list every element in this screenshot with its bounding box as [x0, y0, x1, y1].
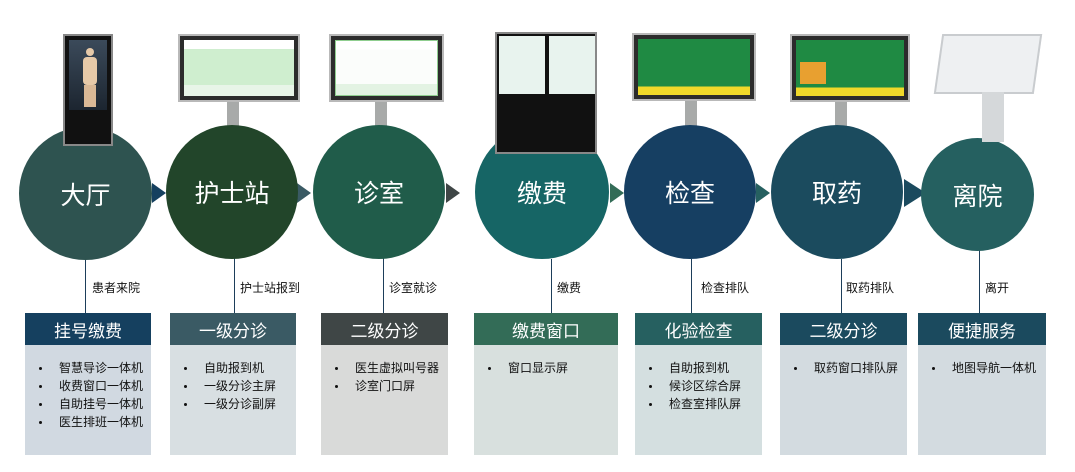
stage-label: 缴费: [516, 179, 567, 208]
stage-label: 检查: [664, 179, 715, 208]
step-label: 缴费: [557, 281, 582, 295]
device-box-first-triage: 一级分诊 自助报到机 一级分诊主屏 一级分诊副屏: [170, 313, 296, 455]
step-label: 患者来院: [92, 281, 141, 295]
connector-line: [85, 259, 86, 313]
map-navigation-kiosk-image: [933, 30, 1046, 150]
device-item: 一级分诊副屏: [182, 395, 296, 413]
step-label: 诊室就诊: [389, 281, 438, 295]
step-label: 取药排队: [846, 281, 895, 295]
stage-circle-nurse-station: 护士站: [166, 125, 298, 259]
kiosk-device-image: [63, 34, 113, 146]
device-item: 收费窗口一体机: [37, 377, 151, 395]
device-item: 智慧导诊一体机: [37, 359, 151, 377]
stage-circle-lobby: 大厅: [19, 127, 152, 260]
stage-label: 大厅: [60, 180, 111, 210]
stage-label: 护士站: [194, 179, 270, 208]
clinic-door-monitor-image: [329, 34, 444, 102]
device-box-registration: 挂号缴费 智慧导诊一体机 收费窗口一体机 自助挂号一体机 医生排班一体机: [25, 313, 151, 455]
device-box-payment-window: 缴费窗口 窗口显示屏: [474, 313, 618, 455]
stage-circle-exam: 检查: [624, 125, 756, 259]
box-title: 便捷服务: [918, 313, 1046, 345]
step-label: 离开: [985, 281, 1010, 295]
flow-arrow: [756, 183, 770, 203]
box-title: 一级分诊: [170, 313, 296, 345]
device-box-lab-exam: 化验检查 自助报到机 候诊区综合屏 检查室排队屏: [635, 313, 762, 455]
flow-arrow: [904, 179, 926, 207]
stage-circle-clinic: 诊室: [313, 125, 445, 259]
device-item: 医生排班一体机: [37, 413, 151, 431]
connector-line: [383, 250, 384, 313]
device-item: 取药窗口排队屏: [792, 359, 907, 377]
device-item: 地图导航一体机: [930, 359, 1046, 377]
device-item: 自助报到机: [182, 359, 296, 377]
device-item: 窗口显示屏: [486, 359, 618, 377]
device-item: 一级分诊主屏: [182, 377, 296, 395]
flow-arrow: [297, 183, 311, 203]
stage-circle-pharmacy: 取药: [771, 125, 903, 259]
box-title: 挂号缴费: [25, 313, 151, 345]
connector-line: [551, 259, 552, 313]
stage-circle-discharge: 离院: [921, 138, 1034, 251]
stage-label: 离院: [952, 181, 1003, 211]
device-box-pharmacy: 二级分诊 取药窗口排队屏: [780, 313, 907, 455]
device-item: 检查室排队屏: [647, 395, 762, 413]
flow-arrow: [446, 183, 460, 203]
pharmacy-queue-monitor-image: [790, 34, 910, 102]
flow-arrow: [610, 183, 624, 203]
connector-line: [979, 250, 980, 313]
box-title: 缴费窗口: [474, 313, 618, 345]
device-box-second-triage: 二级分诊 医生虚拟叫号器 诊室门口屏: [321, 313, 448, 455]
payment-dual-screen-image: [495, 32, 597, 154]
box-title: 化验检查: [635, 313, 762, 345]
device-box-convenience: 便捷服务 地图导航一体机: [918, 313, 1046, 455]
connector-line: [841, 259, 842, 313]
stage-label: 取药: [811, 179, 862, 208]
device-item: 医生虚拟叫号器: [333, 359, 448, 377]
box-title: 二级分诊: [780, 313, 907, 345]
flow-arrow: [152, 183, 166, 203]
step-label: 护士站报到: [240, 281, 301, 295]
stage-label: 诊室: [353, 179, 404, 208]
device-item: 自助挂号一体机: [37, 395, 151, 413]
step-label: 检查排队: [701, 281, 750, 295]
connector-line: [234, 250, 235, 313]
device-item: 候诊区综合屏: [647, 377, 762, 395]
nurse-station-monitor-image: [178, 34, 300, 102]
box-title: 二级分诊: [321, 313, 448, 345]
exam-queue-monitor-image: [632, 33, 756, 101]
device-item: 自助报到机: [647, 359, 762, 377]
device-item: 诊室门口屏: [333, 377, 448, 395]
connector-line: [691, 259, 692, 313]
